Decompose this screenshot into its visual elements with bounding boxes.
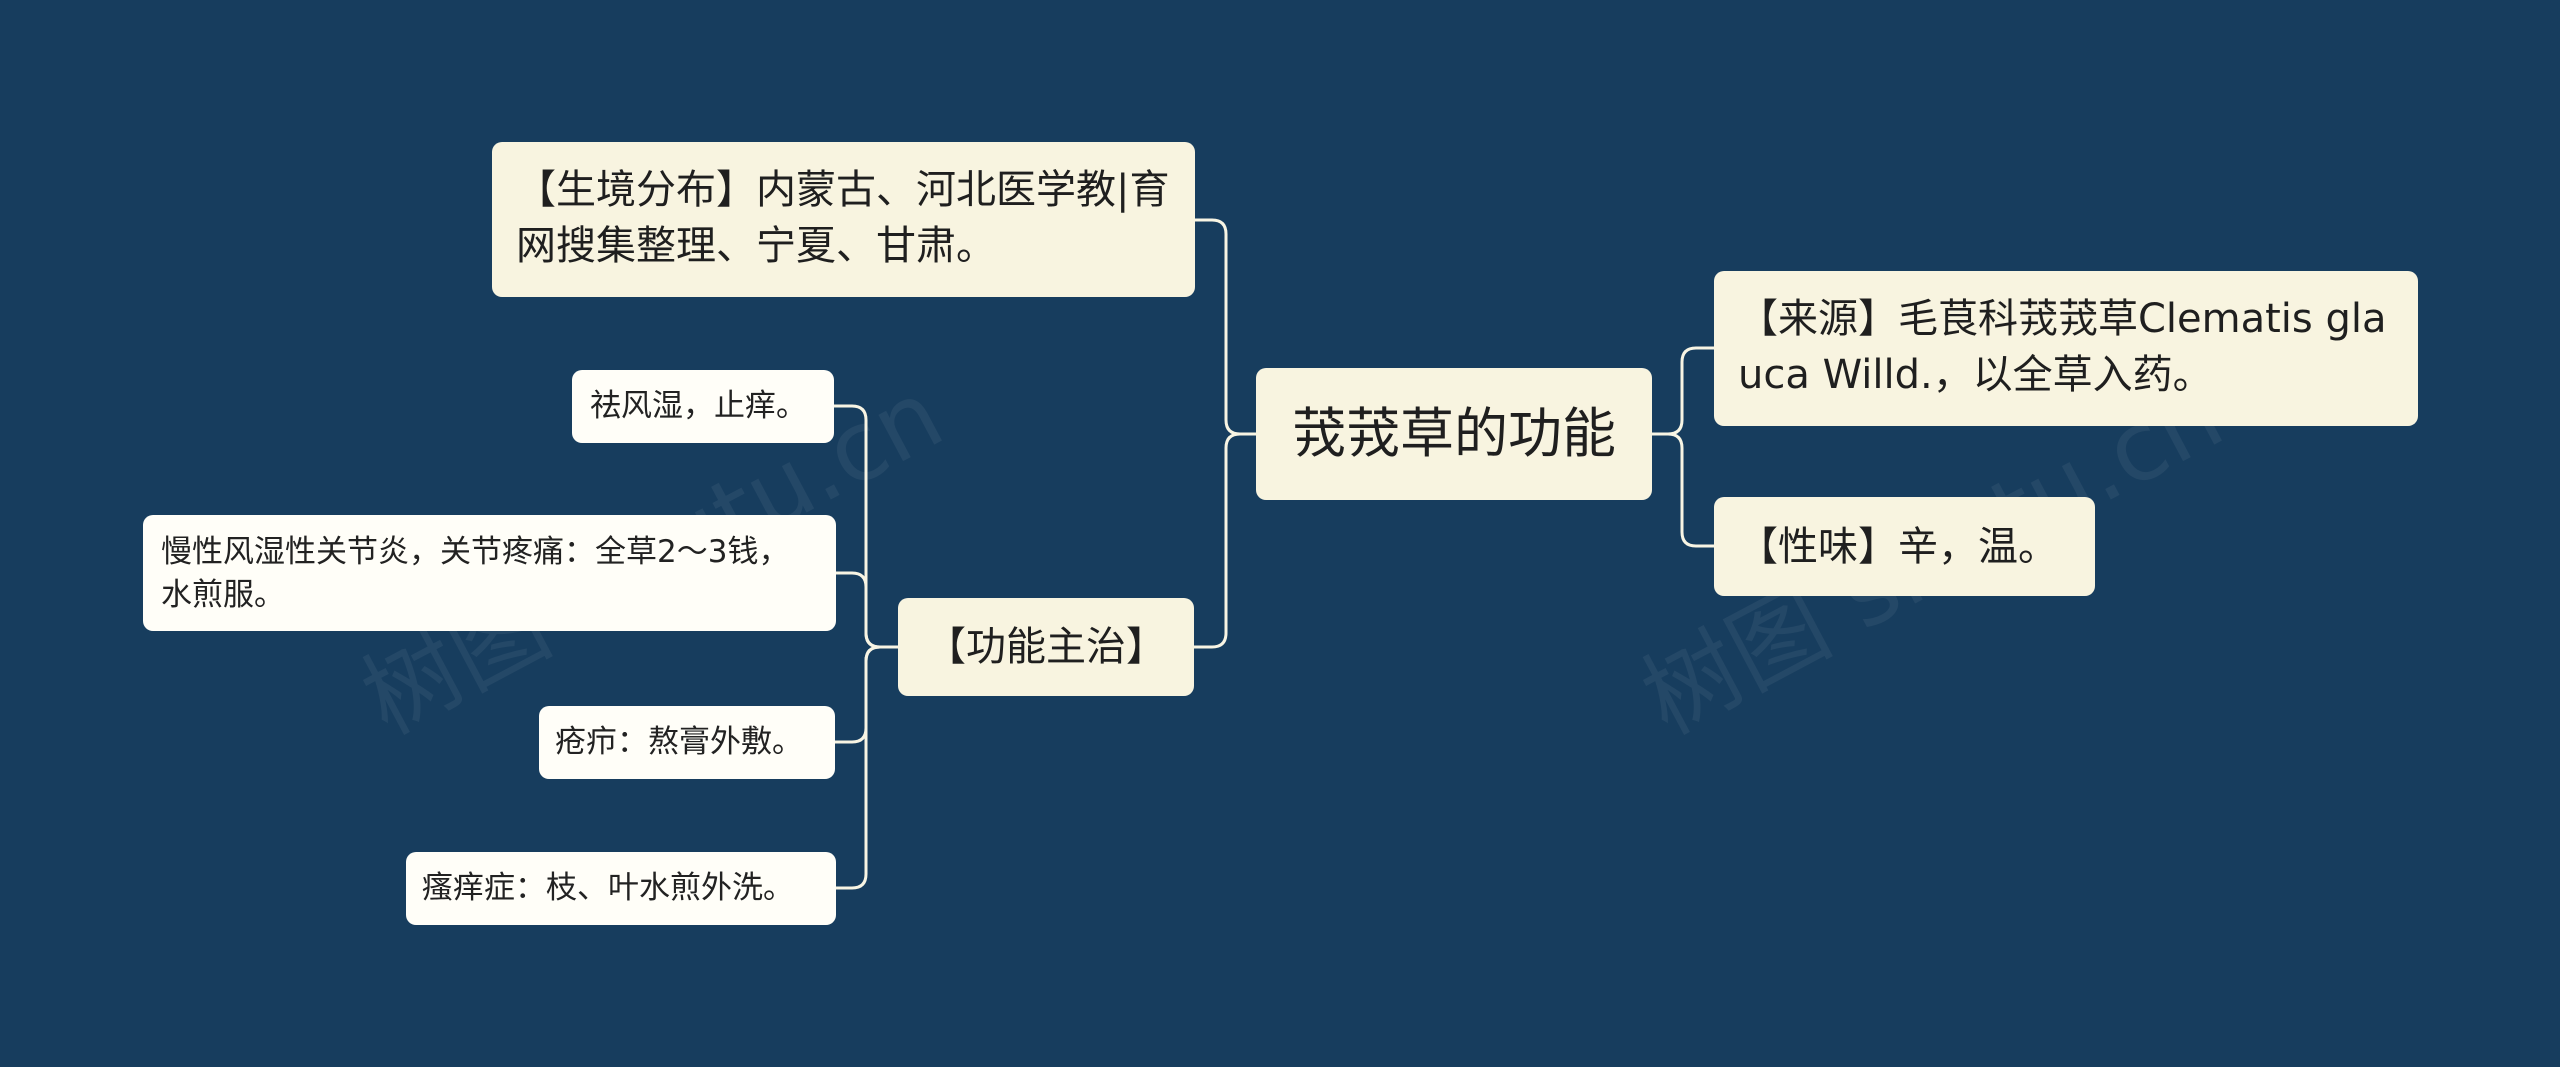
central-topic-node[interactable]: 茙茙草的功能: [1256, 368, 1652, 500]
function-label: 【功能主治】: [926, 624, 1166, 670]
function-node[interactable]: 【功能主治】: [898, 598, 1194, 696]
function-item-label: 祛风湿，止痒。: [590, 387, 807, 424]
source-label: 【来源】毛茛科茙茙草Clematis glauca Willd.，以全草入药。: [1738, 296, 2387, 398]
habitat-label: 【生境分布】内蒙古、河北医学教|育网搜集整理、宁夏、甘肃。: [516, 167, 1170, 269]
function-item-label: 慢性风湿性关节炎，关节疼痛：全草2～3钱，水煎服。: [161, 534, 790, 614]
source-node[interactable]: 【来源】毛茛科茙茙草Clematis glauca Willd.，以全草入药。: [1714, 271, 2418, 426]
taste-label: 【性味】辛，温。: [1738, 523, 2058, 570]
edge-central-taste: [1650, 432, 1716, 548]
habitat-node[interactable]: 【生境分布】内蒙古、河北医学教|育网搜集整理、宁夏、甘肃。: [492, 142, 1195, 297]
function-item-node[interactable]: 祛风湿，止痒。: [572, 370, 834, 443]
function-item-node[interactable]: 瘙痒症：枝、叶水煎外洗。: [406, 852, 836, 925]
taste-node[interactable]: 【性味】辛，温。: [1714, 497, 2095, 596]
function-item-node[interactable]: 慢性风湿性关节炎，关节疼痛：全草2～3钱，水煎服。: [143, 515, 836, 631]
function-item-label: 疮疖：熬膏外敷。: [555, 723, 803, 760]
central-topic-label: 茙茙草的功能: [1292, 402, 1616, 466]
edge-central-source: [1650, 346, 1716, 436]
edge-central-habitat: [1193, 218, 1258, 436]
function-item-label: 瘙痒症：枝、叶水煎外洗。: [422, 869, 794, 906]
edge-central-function: [1192, 432, 1258, 649]
edge-function-leaf2: [834, 571, 900, 649]
edge-function-leaf4: [834, 645, 900, 890]
function-item-node[interactable]: 疮疖：熬膏外敷。: [539, 706, 835, 779]
